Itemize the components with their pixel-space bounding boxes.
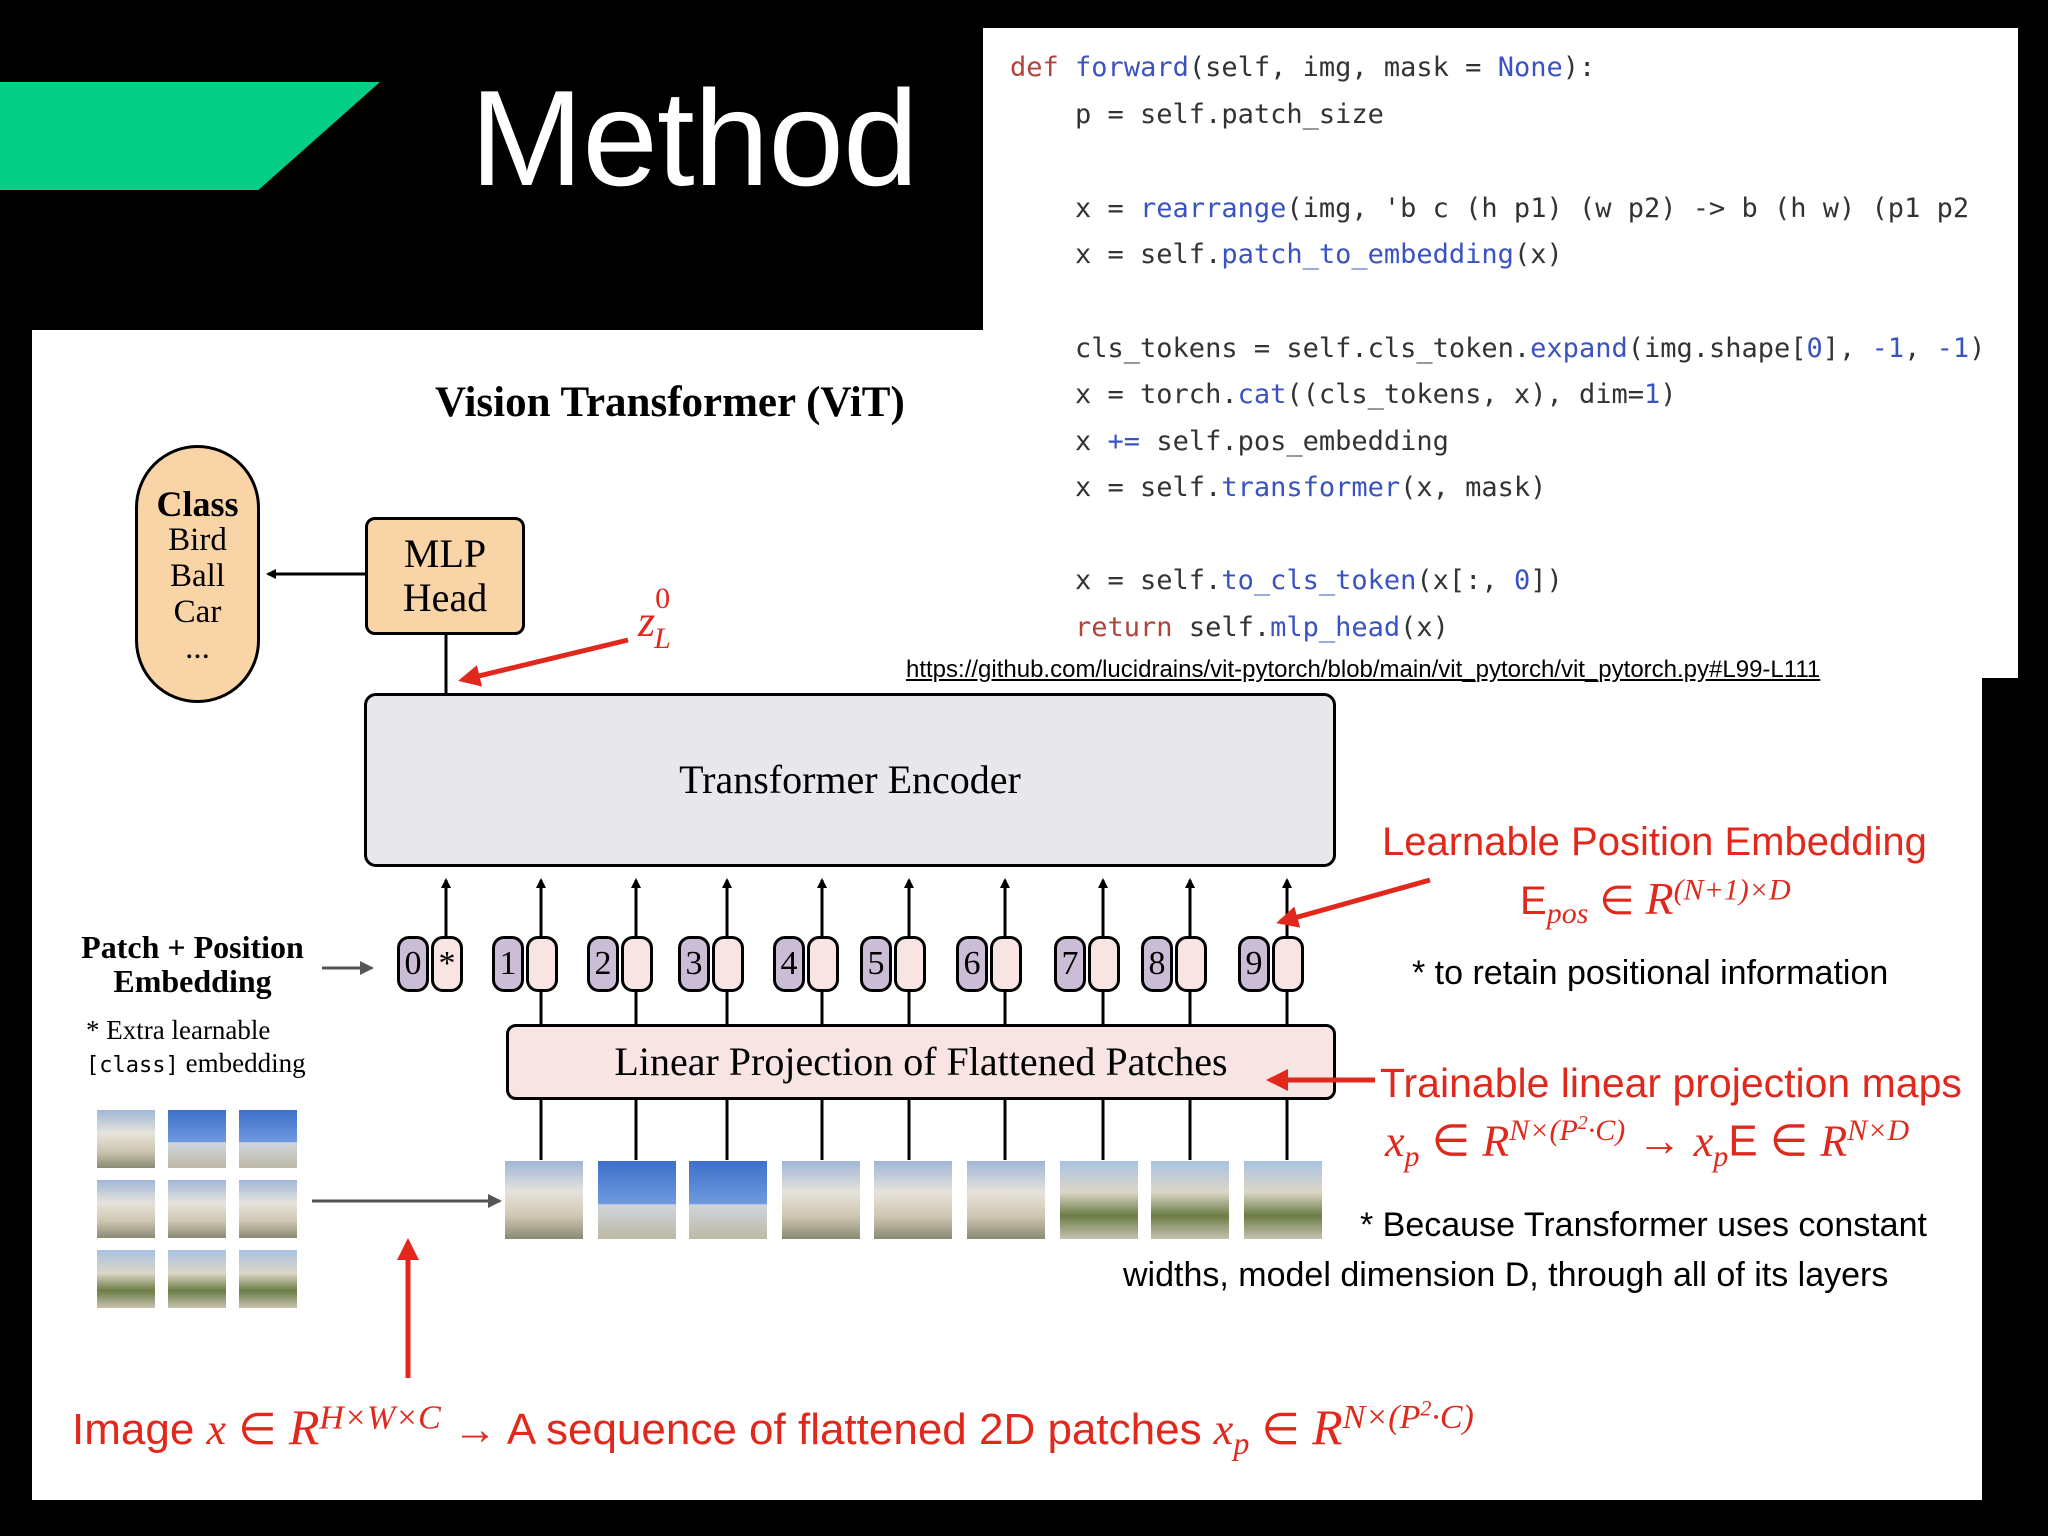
image-patch xyxy=(168,1110,226,1168)
position-embedding xyxy=(712,936,744,992)
token-index: 3 xyxy=(678,936,710,992)
token-index: 8 xyxy=(1141,936,1173,992)
slide-title: Method xyxy=(470,62,919,214)
flattened-patch xyxy=(1244,1161,1322,1239)
token-index: 1 xyxy=(492,936,524,992)
position-embedding xyxy=(1175,936,1207,992)
cls-token-embedding: * xyxy=(431,936,463,992)
class-item: ... xyxy=(185,630,210,666)
token-index: 5 xyxy=(860,936,892,992)
pos-note: * to retain positional information xyxy=(1412,954,1889,992)
image-patch xyxy=(239,1180,297,1238)
extra-note-line: * Extra learnable xyxy=(86,1015,271,1045)
image-patch xyxy=(97,1180,155,1238)
image-patch xyxy=(239,1250,297,1308)
flattened-patch xyxy=(689,1161,767,1239)
flattened-patch xyxy=(598,1161,676,1239)
token-index: 9 xyxy=(1238,936,1270,992)
image-patch xyxy=(168,1250,226,1308)
constant-note-2: widths, model dimension D, through all o… xyxy=(1123,1256,1889,1294)
flattened-patch xyxy=(874,1161,952,1239)
token-index: 6 xyxy=(956,936,988,992)
position-embedding xyxy=(807,936,839,992)
flattened-patch xyxy=(1151,1161,1229,1239)
z-label: z0L xyxy=(638,582,687,655)
source-link[interactable]: https://github.com/lucidrains/vit-pytorc… xyxy=(906,656,1821,683)
token-index: 2 xyxy=(587,936,619,992)
image-patch xyxy=(97,1250,155,1308)
code-panel xyxy=(983,28,2018,678)
extra-note-2: [class] embedding xyxy=(86,1048,306,1079)
image-patch xyxy=(239,1110,297,1168)
extra-note: * Extra learnable xyxy=(86,1015,270,1046)
transformer-encoder-box: Transformer Encoder xyxy=(364,693,1336,867)
position-embedding xyxy=(1088,936,1120,992)
class-item: Car xyxy=(173,594,222,630)
linear-projection-title: Trainable linear projection maps xyxy=(1380,1060,1962,1106)
z-symbol: z xyxy=(638,597,656,646)
z-superscript: 0 xyxy=(655,582,671,615)
patch-position-label: Patch + Position Embedding xyxy=(81,929,304,999)
mlp-head-box: MLP Head xyxy=(365,517,525,635)
class-item: Ball xyxy=(170,558,225,594)
class-heading: Class xyxy=(156,484,239,524)
flattened-patch xyxy=(782,1161,860,1239)
bottom-formula: Image x ∈ RH×W×C → A sequence of flatten… xyxy=(72,1396,1474,1461)
pos-embed-title: Learnable Position Embedding xyxy=(1382,820,1927,864)
token-index: 4 xyxy=(773,936,805,992)
position-embedding xyxy=(1272,936,1304,992)
flattened-patch xyxy=(967,1161,1045,1239)
diagram-title: Vision Transformer (ViT) xyxy=(435,379,905,426)
embedding-text: embedding xyxy=(185,1048,306,1078)
pos-embed-formula: Epos ∈ R(N+1)×D xyxy=(1520,873,1791,930)
mlp-head-label: MLP Head xyxy=(402,531,488,620)
class-output-box: Class Bird Ball Car ... xyxy=(135,445,260,703)
z-subscript: L xyxy=(654,622,671,655)
flattened-patch xyxy=(505,1161,583,1239)
constant-note-1: * Because Transformer uses constant xyxy=(1360,1206,1927,1244)
class-item: Bird xyxy=(168,522,227,558)
image-patch xyxy=(97,1110,155,1168)
class-code-text: [class] xyxy=(86,1053,179,1078)
linear-projection-box: Linear Projection of Flattened Patches xyxy=(506,1024,1336,1100)
linear-projection-formula: xp ∈ RN×(P2·C) → xpE ∈ RN×D xyxy=(1385,1112,1910,1173)
image-patch xyxy=(168,1180,226,1238)
position-embedding xyxy=(621,936,653,992)
position-embedding xyxy=(990,936,1022,992)
token-index: 7 xyxy=(1054,936,1086,992)
flattened-patch xyxy=(1060,1161,1138,1239)
token-index: 0 xyxy=(397,936,429,992)
position-embedding xyxy=(894,936,926,992)
position-embedding xyxy=(526,936,558,992)
